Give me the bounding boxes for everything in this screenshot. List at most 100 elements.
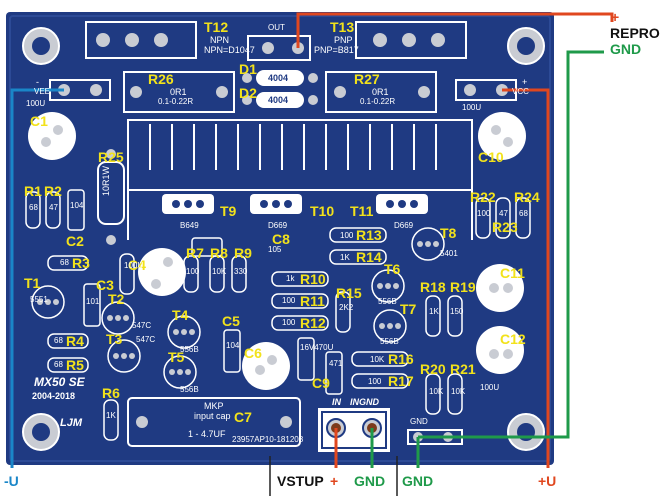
r26-ref: R26 — [148, 71, 174, 87]
r22-ref: R22 — [470, 189, 496, 205]
r4-value: 68 — [54, 336, 63, 345]
mkp-label: MKP — [204, 401, 224, 411]
r18-value: 1K — [429, 307, 439, 316]
d1-part: 4004 — [268, 73, 289, 83]
t10-ref: T10 — [310, 203, 335, 219]
c12-value: 100U — [480, 383, 500, 392]
input-cap-label: input cap — [194, 411, 231, 421]
t9-value: B649 — [180, 221, 199, 230]
t12-ref: T12 — [204, 19, 229, 35]
r10-value: 1k — [286, 274, 295, 283]
t2-ref: T2 — [108, 291, 125, 307]
pcb-board — [6, 12, 554, 465]
r9-value: 330 — [234, 267, 248, 276]
r8-ref: R8 — [210, 245, 228, 261]
mounting-holes — [22, 27, 545, 451]
r8-value: 10K — [212, 267, 227, 276]
t4-ref: T4 — [172, 307, 189, 323]
r25-ref: R25 — [98, 149, 124, 165]
t6-value: 556B — [378, 297, 397, 306]
r27-ref: R27 — [354, 71, 380, 87]
r27-value: 0R1 — [372, 87, 389, 97]
r6-value: 1K — [106, 411, 116, 420]
repro-label: REPRO — [610, 25, 660, 41]
r20-ref: R20 — [420, 361, 446, 377]
r17-value: 100 — [368, 377, 382, 386]
c4-ref: C4 — [128, 257, 146, 273]
r26-range: 0.1-0.22R — [158, 97, 194, 106]
wire-plus-u — [502, 88, 550, 468]
r7-ref: R7 — [186, 245, 204, 261]
r26-value: 0R1 — [170, 87, 187, 97]
plus-u-label: +U — [538, 473, 557, 489]
t2-value: 547C — [132, 321, 152, 330]
c3-value: 101 — [86, 297, 100, 306]
t5-ref: T5 — [168, 349, 185, 365]
board-title: MX50 SE — [34, 375, 85, 389]
c9-ref: C9 — [312, 375, 330, 391]
t12-type: NPN — [210, 35, 230, 45]
r19-ref: R19 — [450, 279, 476, 295]
vstup-plus-label: + — [330, 473, 339, 489]
heatsink-outline — [127, 119, 473, 240]
t8-value: 5401 — [440, 249, 458, 258]
r14-value: 1K — [340, 253, 350, 262]
r21-value: 10K — [451, 387, 466, 396]
t7-value: 556B — [380, 337, 399, 346]
r9-ref: R9 — [234, 245, 252, 261]
vstup-label: VSTUP — [277, 473, 324, 489]
t6-ref: T6 — [384, 261, 401, 277]
c11-ref: C11 — [500, 265, 525, 281]
r7-value: 100 — [186, 267, 200, 276]
wire-repro-plus — [296, 12, 614, 48]
t1-ref: T1 — [24, 275, 41, 291]
t11-ref: T11 — [350, 203, 374, 219]
out-label: OUT — [268, 23, 285, 32]
t1-value: 5551 — [30, 295, 48, 304]
r24-ref: R24 — [514, 189, 540, 205]
r18-ref: R18 — [420, 279, 446, 295]
c6-ref: C6 — [244, 345, 262, 361]
c7-ref: C7 — [234, 409, 252, 425]
c6-value: 16V470U — [300, 343, 334, 352]
r17-ref: R17 — [388, 373, 414, 389]
c1-value: 100U — [26, 99, 46, 108]
d2-part: 4004 — [268, 95, 289, 105]
r3-ref: R3 — [72, 255, 90, 271]
r22-value: 100 — [477, 209, 491, 218]
r11-value: 100 — [282, 296, 296, 305]
board-author: LJM — [60, 417, 82, 429]
gnd-pad-label: GND — [410, 417, 428, 426]
c9-value: 471 — [329, 359, 343, 368]
t3-ref: T3 — [106, 331, 123, 347]
d1-ref: D1 — [239, 61, 257, 77]
r1-ref: R1 — [24, 183, 42, 199]
t11-value: D669 — [394, 221, 414, 230]
d2-ref: D2 — [239, 85, 257, 101]
r23-value: 47 — [499, 209, 508, 218]
vcc-label: VCC — [512, 87, 529, 96]
t4-value: 556B — [180, 345, 199, 354]
repro-gnd-label: GND — [610, 41, 642, 57]
r5-ref: R5 — [66, 357, 84, 373]
c2-ref: C2 — [66, 233, 84, 249]
r12-value: 100 — [282, 318, 296, 327]
ingnd-label: INGND — [350, 397, 379, 407]
r5-value: 68 — [54, 360, 63, 369]
r23-ref: R23 — [492, 219, 518, 235]
t5-value: 556B — [180, 385, 199, 394]
wire-repro-gnd — [418, 50, 604, 439]
r10-ref: R10 — [300, 271, 326, 287]
t10-value: D669 — [268, 221, 288, 230]
repro-plus-label: + — [611, 9, 620, 25]
c5-ref: C5 — [222, 313, 240, 329]
r4-ref: R4 — [66, 333, 84, 349]
vee-minus: - — [36, 77, 39, 87]
r6-ref: R6 — [102, 385, 120, 401]
r2-ref: R2 — [44, 183, 62, 199]
c12-ref: C12 — [500, 331, 526, 347]
r16-ref: R16 — [388, 351, 414, 367]
vstup-gnd-label: GND — [354, 473, 386, 489]
r19-value: 150 — [450, 307, 464, 316]
